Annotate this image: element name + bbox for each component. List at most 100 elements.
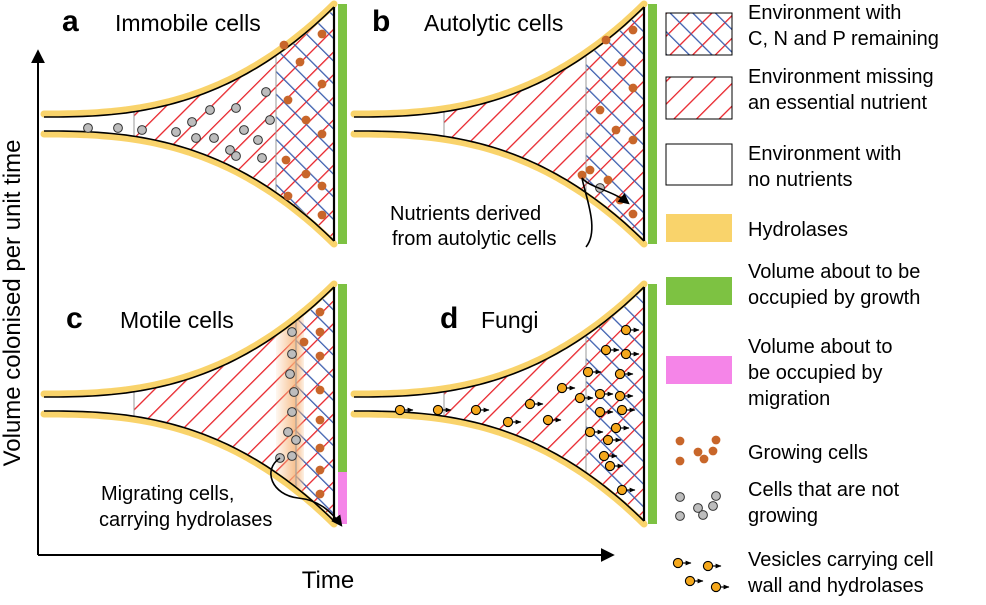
hydrolase-top bbox=[350, 0, 648, 118]
legend-vesicle bbox=[702, 560, 722, 572]
migration-strip bbox=[338, 472, 347, 524]
vesicle bbox=[616, 404, 636, 416]
vesicle bbox=[584, 426, 604, 438]
legend-label-vesicles-1: Vesicles carrying cell bbox=[748, 549, 934, 571]
legend-label-notgrowing-2: growing bbox=[748, 505, 818, 527]
vesicle-body bbox=[604, 460, 616, 472]
resting-cell bbox=[239, 125, 249, 135]
resting-cell bbox=[171, 127, 181, 137]
resting-cell bbox=[265, 115, 275, 125]
region-missing-nutrient bbox=[134, 320, 296, 488]
legend-vesicle bbox=[672, 557, 692, 569]
legend-label-growth-1: Volume about to be bbox=[748, 261, 920, 283]
hydrolase-bottom bbox=[40, 410, 338, 528]
resting-cell bbox=[287, 407, 297, 417]
resting-cell bbox=[231, 103, 241, 113]
vesicle-body bbox=[598, 450, 610, 462]
resting-cell bbox=[209, 133, 219, 143]
legend-resting-dot bbox=[711, 491, 721, 501]
y-axis-label: Volume colonised per unit time bbox=[0, 140, 26, 467]
resting-cell bbox=[285, 369, 295, 379]
region-cnp-blue bbox=[586, 7, 644, 241]
growing-cell bbox=[315, 415, 325, 425]
legend-swatch-missing bbox=[665, 76, 733, 120]
hydrolase-top bbox=[40, 280, 338, 398]
vesicle-body bbox=[582, 366, 594, 378]
growth-strip bbox=[648, 4, 657, 244]
migrating-arrow bbox=[270, 457, 343, 527]
wall-bottom bbox=[354, 130, 645, 242]
legend-label-growth-2: occupied by growth bbox=[748, 287, 920, 309]
region-missing-nutrient bbox=[444, 335, 586, 473]
vesicle-body bbox=[616, 404, 628, 416]
legend-item-vesicles: Vesicles carrying cell wall and hydrolas… bbox=[672, 549, 934, 597]
growing-cell bbox=[628, 83, 638, 93]
vesicle-body bbox=[620, 324, 632, 336]
legend-vesicle bbox=[684, 575, 704, 587]
vesicle bbox=[598, 450, 618, 462]
legend-item-empty: Environment with no nutrients bbox=[665, 143, 901, 191]
growing-cell bbox=[301, 169, 311, 179]
legend-swatch-hydrolases bbox=[666, 214, 732, 242]
growing-cell bbox=[315, 443, 325, 453]
vesicle bbox=[470, 404, 490, 416]
vesicle-body bbox=[610, 422, 622, 434]
legend-item-missing: Environment missing an essential nutrien… bbox=[665, 66, 934, 120]
vesicle bbox=[594, 406, 614, 418]
vesicle-body bbox=[524, 398, 536, 410]
growing-cell bbox=[283, 95, 293, 105]
legend-resting-dot bbox=[675, 511, 685, 521]
growing-cell bbox=[317, 79, 327, 89]
vesicle bbox=[574, 392, 594, 404]
hydrolase-bottom bbox=[350, 410, 648, 528]
growing-cell bbox=[628, 25, 638, 35]
annotation-autolytic: Nutrients derived from autolytic cells bbox=[390, 177, 630, 250]
growing-cell bbox=[279, 40, 289, 50]
hydrolase-bottom bbox=[40, 130, 338, 248]
vesicle bbox=[432, 404, 452, 416]
vesicle-body bbox=[702, 560, 714, 572]
resting-cell bbox=[225, 145, 235, 155]
resting-cell bbox=[191, 133, 201, 143]
growing-cell bbox=[317, 210, 327, 220]
legend-item-growth: Volume about to be occupied by growth bbox=[666, 261, 920, 309]
annotation-migrating: Migrating cells, carrying hydrolases bbox=[99, 457, 343, 531]
vesicle bbox=[502, 416, 522, 428]
legend-resting-dot bbox=[698, 510, 708, 520]
resting-cell bbox=[187, 117, 197, 127]
autolytic-arrow bbox=[581, 177, 630, 248]
vesicle bbox=[616, 484, 636, 496]
growing-cell bbox=[585, 165, 595, 175]
growing-cell bbox=[628, 209, 638, 219]
panel-d-letter: d bbox=[440, 302, 458, 335]
panel-b-letter: b bbox=[372, 5, 390, 38]
vesicle-body bbox=[542, 414, 554, 426]
legend-label-hydrolases: Hydrolases bbox=[748, 219, 848, 241]
vesicle-body bbox=[710, 581, 722, 593]
vesicle bbox=[556, 382, 576, 394]
growing-cell bbox=[295, 57, 305, 67]
vesicle bbox=[604, 460, 624, 472]
vesicle-body bbox=[584, 426, 596, 438]
legend-label-migration-3: migration bbox=[748, 388, 830, 410]
legend-label-cnp-1: Environment with bbox=[748, 2, 901, 24]
growing-cell bbox=[299, 337, 309, 347]
vesicle bbox=[542, 414, 562, 426]
resting-cell bbox=[253, 135, 263, 145]
panel-c-title: Motile cells bbox=[120, 307, 234, 333]
panel-a-letter: a bbox=[62, 5, 79, 38]
vesicle-body bbox=[394, 404, 406, 416]
legend-label-notgrowing-1: Cells that are not bbox=[748, 479, 900, 501]
legend-label-missing-1: Environment missing bbox=[748, 66, 934, 88]
resting-cell bbox=[205, 105, 215, 115]
growing-cell bbox=[315, 465, 325, 475]
growth-strip bbox=[338, 4, 347, 244]
x-axis-label: Time bbox=[302, 567, 354, 594]
legend-label-vesicles-2: wall and hydrolases bbox=[747, 575, 924, 597]
legend-label-growing: Growing cells bbox=[748, 442, 868, 464]
growing-cell bbox=[315, 351, 325, 361]
panel-b-diagram bbox=[350, 0, 657, 248]
legend-resting-dot bbox=[675, 492, 685, 502]
vesicle bbox=[610, 422, 630, 434]
panel-c-letter: c bbox=[66, 302, 83, 335]
